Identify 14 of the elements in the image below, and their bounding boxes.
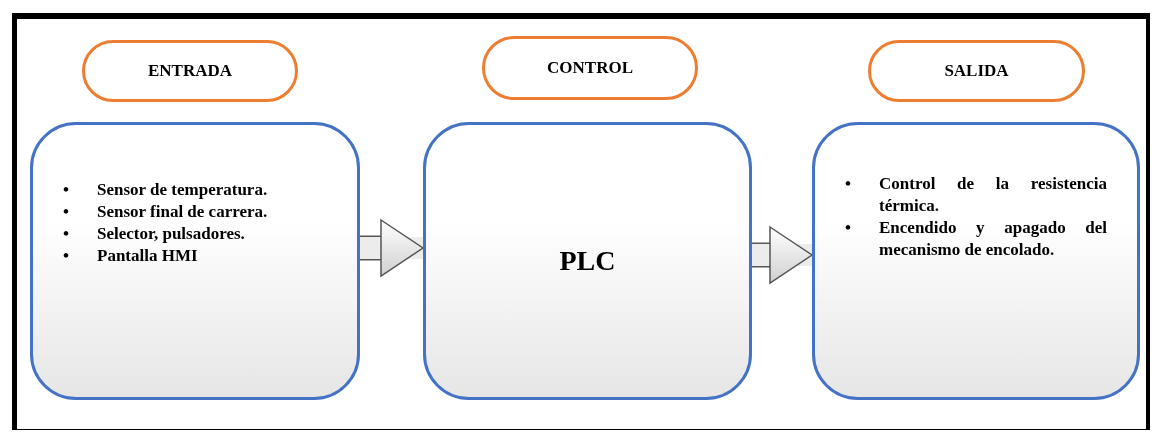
heading-text: SALIDA [944,61,1009,81]
box-label: PLC [559,245,616,277]
rounded-box [30,122,360,400]
heading-pill [482,36,698,100]
rounded-box [812,122,1140,400]
heading-text: ENTRADA [147,61,233,81]
bullet-item: • Encendido y apagado del mecanismo de encolado. [845,217,1107,261]
bullet-item: • Control de la resistencia térmica. [845,173,1107,217]
bullet-item: • Sensor final de carrera. [63,201,269,223]
heading-text: CONTROL [547,58,633,78]
bullet-item: • Selector, pulsadores. [63,223,246,245]
bullet-item: • Pantalla HMI [63,245,199,267]
bullet-item: • Sensor de temperatura. [63,179,269,201]
rounded-box [423,122,752,400]
